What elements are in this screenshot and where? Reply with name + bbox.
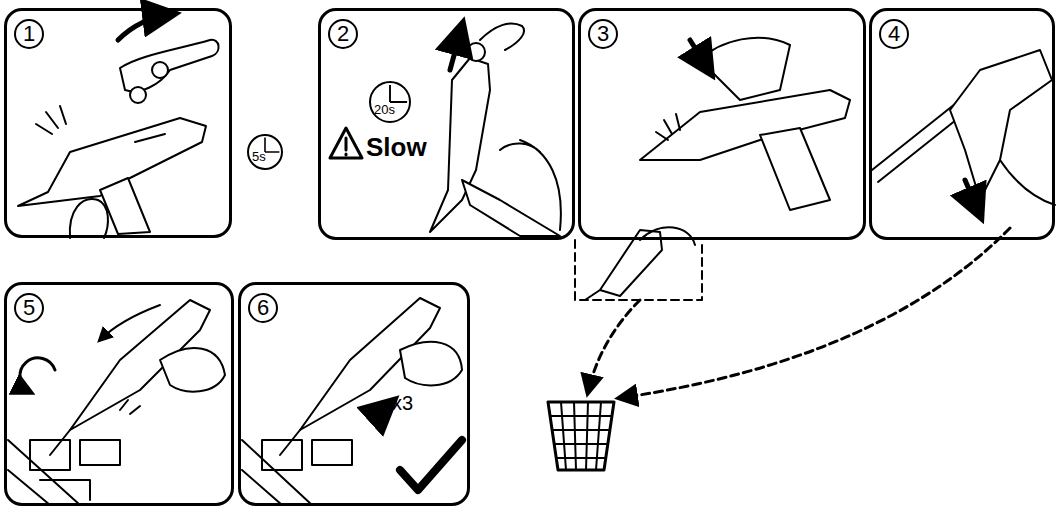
needle (50, 430, 70, 455)
step-panel: 5 (4, 282, 234, 506)
motion-arrow (100, 305, 160, 340)
clock-hand (390, 85, 407, 102)
discard-path (620, 228, 1010, 398)
press-arrow (690, 40, 710, 72)
discard-path (588, 300, 640, 392)
hand (400, 342, 462, 386)
finger (480, 24, 524, 50)
step-number: 4 (879, 19, 909, 49)
wire (1000, 160, 1055, 205)
step-number: 5 (14, 293, 44, 323)
hand (640, 227, 695, 245)
click-lines (656, 114, 680, 140)
gun-body (640, 90, 850, 160)
gun-handle (462, 180, 560, 236)
press-arrow (372, 402, 392, 420)
step-panel: 1 (4, 8, 232, 238)
finger (120, 40, 219, 91)
ring (130, 87, 146, 103)
step-panel: 4 (869, 8, 1055, 240)
warning-mark (345, 138, 348, 155)
removed-area (575, 240, 702, 300)
timer-icon: 20s (369, 81, 411, 123)
step-number: 1 (14, 19, 44, 49)
step-panel: 6 (238, 282, 470, 506)
waste-bin (548, 402, 614, 470)
step-number: 3 (588, 19, 618, 49)
note-label: x3 (392, 392, 413, 415)
motion-arrow (118, 14, 172, 40)
motion-arrow (965, 180, 980, 215)
cartridge-head (950, 50, 1052, 200)
timer-icon: 5s (247, 134, 283, 170)
gun-handle (760, 128, 830, 210)
step-number: 2 (328, 19, 358, 49)
timer-label: 20s (374, 103, 395, 117)
gun-slot (135, 134, 165, 142)
warning-triangle (330, 128, 362, 158)
click-lines (120, 400, 140, 414)
hand (70, 199, 108, 238)
circuit-board (242, 440, 352, 505)
needle (280, 430, 300, 455)
note-label: Slow (366, 132, 427, 163)
circuit-board (8, 440, 120, 505)
check-mark (400, 440, 462, 490)
hand (500, 140, 561, 230)
rotate-arrow (20, 358, 55, 392)
click-lines (36, 106, 66, 134)
bin-grid (551, 402, 611, 470)
ring (467, 43, 485, 61)
ring (152, 62, 168, 78)
clock-hand (265, 138, 279, 152)
step-panel: 2 20s (318, 8, 575, 240)
cartridge (585, 230, 662, 300)
hand (700, 38, 790, 100)
motion-arrow (450, 26, 462, 70)
step-number: 6 (248, 293, 278, 323)
step-panel: 3 (578, 8, 866, 240)
timer-label: 5s (252, 150, 266, 164)
hand (160, 348, 225, 392)
